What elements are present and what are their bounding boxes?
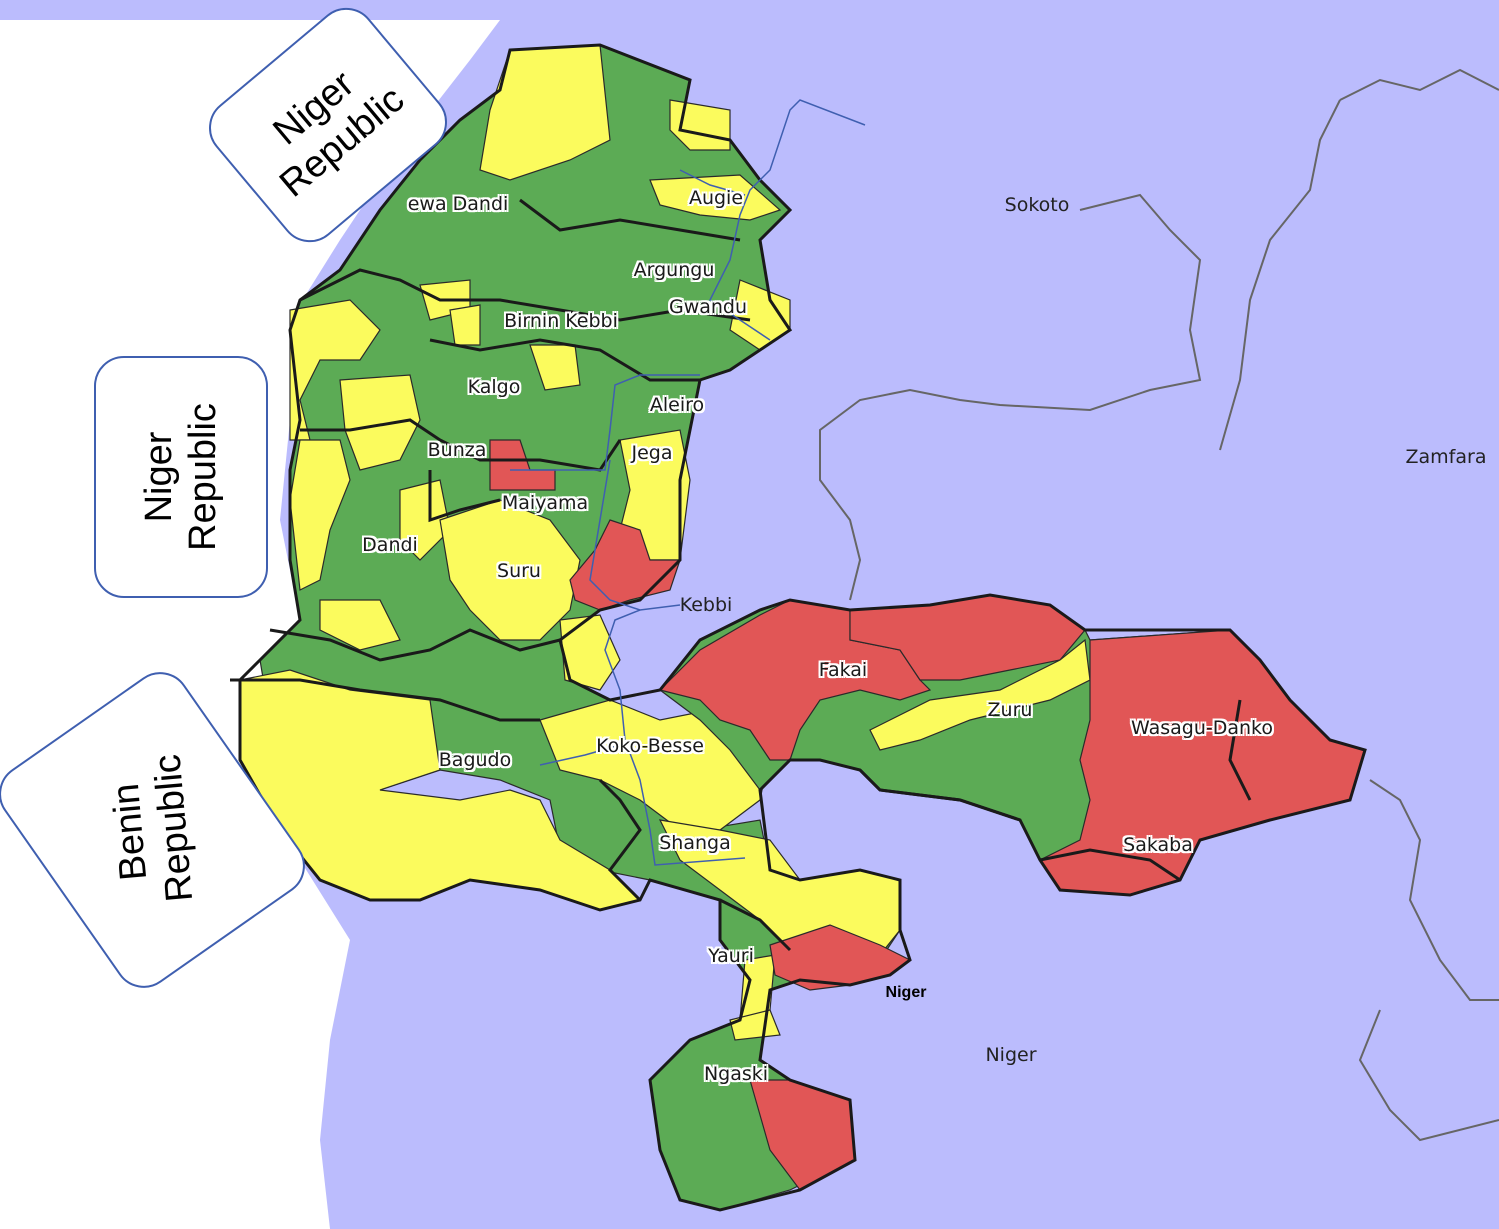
label-jega: Jega [631,442,673,464]
region-yellow [449,304,481,346]
label-sakaba: Sakaba [1123,834,1193,856]
callout-niger-republic-west: Niger Republic [94,356,268,598]
label-birnin-kebbi: Birnin Kebbi [504,310,618,332]
label-yauri: Yauri [708,945,754,967]
callout-text: Benin Republic [104,752,202,904]
label-niger-small: Niger [885,984,927,1001]
callout-text: Niger Republic [138,403,224,551]
kebbi-outline [238,43,1367,1212]
label-shanga: Shanga [659,832,731,854]
region-yellow [649,174,782,221]
label-wasagu-danko: Wasagu-Danko [1131,717,1273,739]
label-augie: Augie [688,187,744,209]
label-gwandu: Gwandu [668,296,748,318]
region-yellow [439,499,581,641]
label-sokoto-state: Sokoto [1004,194,1070,216]
label-suru: Suru [497,560,541,582]
label-ngaski: Ngaski [703,1063,769,1085]
label-fakai: Fakai [818,659,868,681]
state-boundary [1358,779,1499,1142]
region-yellow [289,439,351,591]
label-maiyama: Maiyama [501,492,589,514]
region-yellow [529,344,581,391]
region-yellow [479,44,611,181]
region-yellow [399,479,451,561]
label-koko-besse: Koko-Besse [596,735,704,757]
label-aleiro: Aleiro [649,394,705,416]
label-zuru: Zuru [987,699,1033,721]
label-kalgo: Kalgo [467,376,521,398]
label-niger-state: Niger [985,1044,1037,1066]
annotation-lines [510,99,866,866]
callout-text: Niger Republic [265,62,413,206]
region-yellow [869,638,1091,751]
label-argungu: Argungu [633,259,715,281]
region-yellow [319,599,401,651]
state-boundary [1219,68,1499,451]
label-zamfara-state: Zamfara [1405,446,1487,468]
label-kebbi-state: Kebbi [679,594,733,616]
label-bagudo: Bagudo [438,749,512,771]
region-yellow [658,819,901,956]
state-boundary [819,193,1202,601]
label-bunza: Bunza [427,439,487,461]
label-dandi: Dandi [362,534,418,556]
label-arewa-dandi: ewa Dandi [407,193,509,215]
